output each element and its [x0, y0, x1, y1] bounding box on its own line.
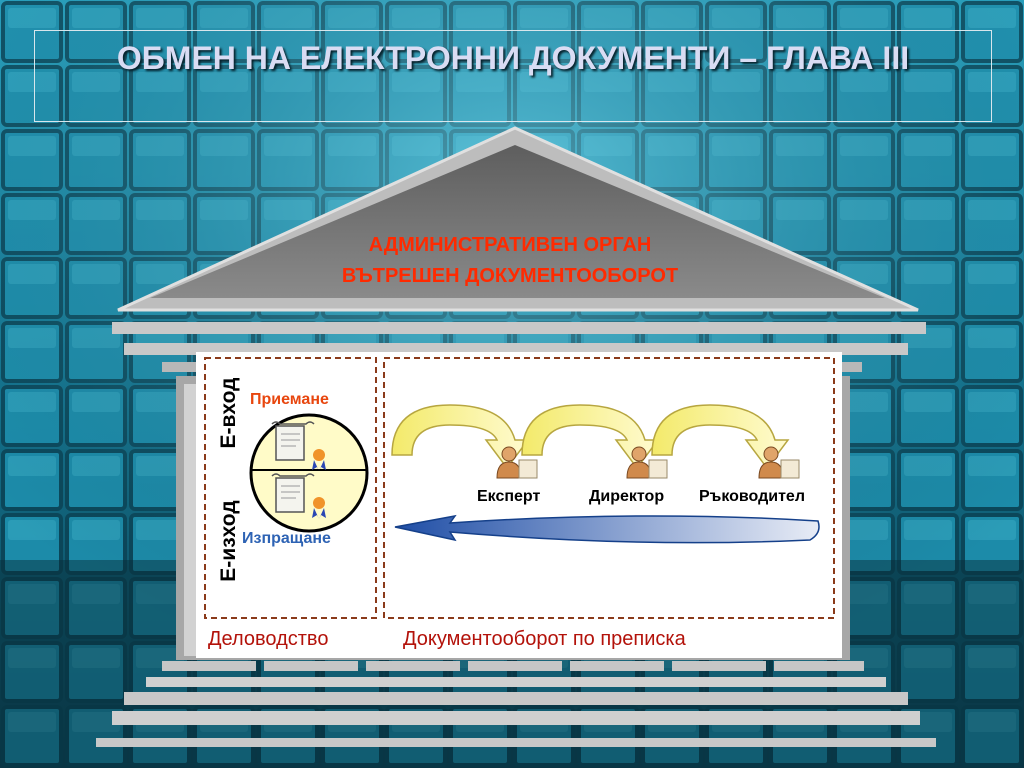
forward-arrow — [521, 404, 660, 470]
return-arrow — [394, 514, 820, 544]
e-input-label: Е-вход — [217, 377, 240, 449]
role-label-manager: Ръководител — [699, 488, 805, 505]
forward-arrow — [391, 404, 530, 470]
registry-section — [204, 357, 377, 619]
page-title: ОБМЕН НА ЕЛЕКТРОННИ ДОКУМЕНТИ – ГЛАВА II… — [116, 40, 910, 76]
seal-ribbon-icon — [312, 497, 326, 519]
person-icon-director — [626, 446, 668, 479]
title-frame — [34, 30, 992, 122]
registry-label: Деловодство — [208, 628, 329, 650]
e-output-label: Е-изход — [217, 500, 240, 582]
forward-arrow — [651, 404, 790, 470]
role-label-expert: Експерт — [477, 488, 541, 505]
base-steps — [96, 661, 936, 747]
roof — [117, 126, 919, 312]
seal-ribbon-icon — [312, 449, 326, 471]
document-scroll-icon — [271, 421, 315, 461]
send-label: Изпращане — [242, 530, 331, 547]
workflow-label: Документооборот по преписка — [403, 628, 686, 650]
document-scroll-icon — [271, 473, 315, 513]
inbox-outbox-circle — [249, 413, 369, 533]
person-icon-manager — [758, 446, 800, 479]
receive-label: Приемане — [250, 391, 329, 408]
roof-title-line-2: ВЪТРЕШЕН ДОКУМЕНТООБОРОТ — [341, 265, 679, 287]
roof-title-line-1: АДМИНИСТРАТИВЕН ОРГАН — [368, 234, 652, 256]
person-icon-expert — [496, 446, 538, 479]
workflow-section — [383, 357, 835, 619]
role-label-director: Директор — [589, 488, 665, 505]
